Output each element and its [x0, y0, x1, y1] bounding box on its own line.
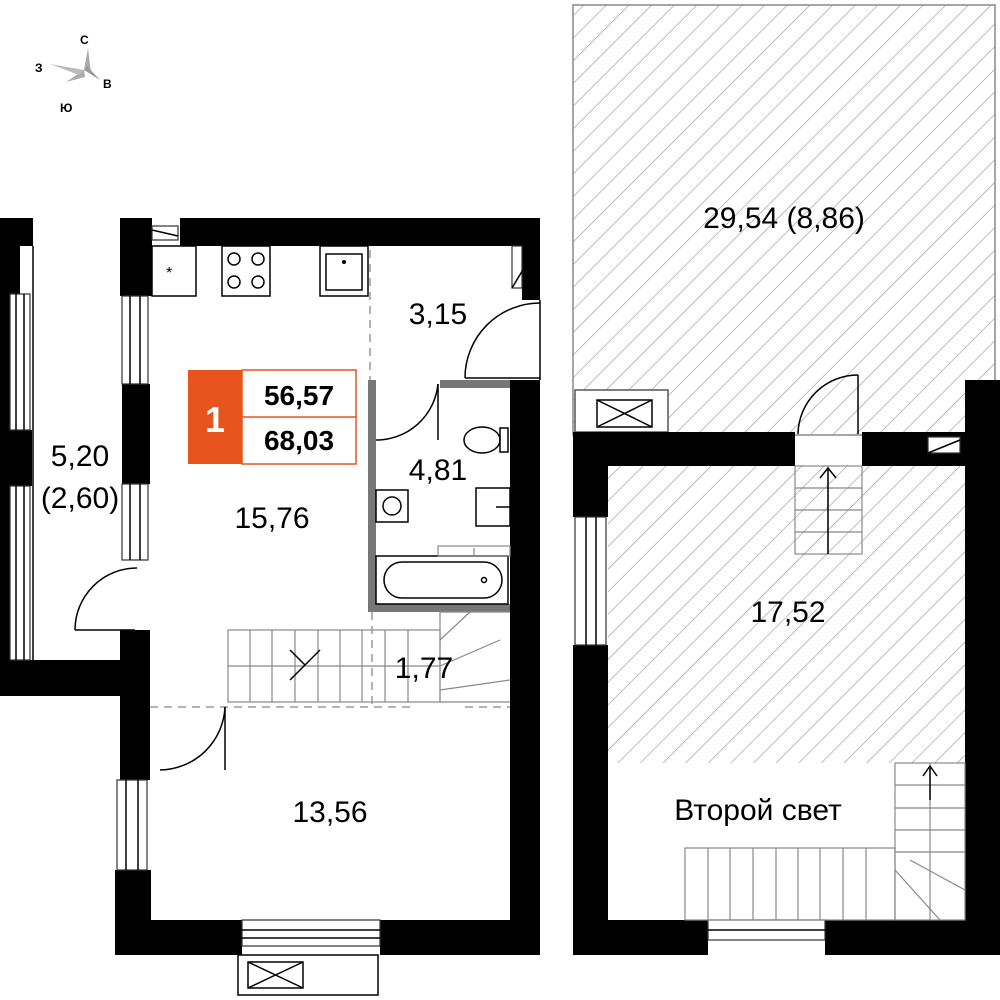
ground-floor-stairs [150, 611, 511, 708]
bathroom-door-swing [375, 383, 439, 441]
upper-stairs-terrace [794, 465, 863, 555]
bathtub-icon [375, 555, 509, 605]
upper-floor-windows [574, 436, 961, 941]
balcony-area-label: 5,20 [51, 440, 109, 473]
compass-south-label: Ю [60, 101, 72, 115]
left-wall-windows [116, 295, 149, 871]
bedroom-door-swing [159, 706, 226, 771]
balcony-windows [9, 246, 34, 661]
kitchen-living-area-label: 15,76 [234, 502, 309, 535]
compass-west-label: З [35, 61, 43, 75]
walls-ground-floor [0, 218, 540, 955]
kitchen-sink-icon [319, 245, 369, 297]
badge-living-area: 56,57 [264, 380, 334, 411]
second-light-label: Второй свет [674, 794, 842, 827]
washbasin-icon [475, 487, 511, 527]
balcony-reduced-area-label: (2,60) [41, 482, 119, 515]
stair-area-label: 1,77 [395, 652, 453, 685]
entrance-door-swing [464, 300, 541, 380]
bathroom-area-label: 4,81 [409, 454, 467, 487]
badge-apartment-number: 1 [205, 399, 225, 440]
walls-upper-floor [573, 380, 1000, 955]
utility-box [511, 245, 523, 289]
bath-vent [437, 545, 511, 557]
bedroom-area-label: 13,56 [292, 796, 367, 829]
upper-stairs-second-light [684, 762, 966, 921]
bathroom-walls [368, 380, 510, 612]
ac-unit-icon [237, 954, 379, 996]
upper-room-area-label: 17,52 [750, 596, 825, 629]
area-badge: 1 56,57 68,03 [188, 369, 357, 465]
toilet-icon [463, 426, 509, 454]
terrace-door-swing [797, 374, 859, 435]
terrace [572, 4, 996, 436]
hallway-area-label: 3,15 [409, 298, 467, 331]
compass-north-label: С [80, 33, 89, 47]
bottom-window [241, 919, 381, 947]
badge-accent [188, 370, 242, 464]
balcony-door-swing [74, 567, 138, 631]
washing-machine-icon [375, 489, 409, 523]
stove-icon [221, 245, 271, 297]
upper-room-hatch [608, 465, 965, 763]
compass-rose: С З В Ю [35, 33, 112, 115]
terrace-area-label: 29,54 (8,86) [703, 202, 865, 235]
compass-east-label: В [103, 77, 112, 91]
fridge-icon: * [151, 245, 197, 297]
badge-total-area: 68,03 [264, 425, 334, 456]
svg-text:*: * [166, 265, 172, 282]
